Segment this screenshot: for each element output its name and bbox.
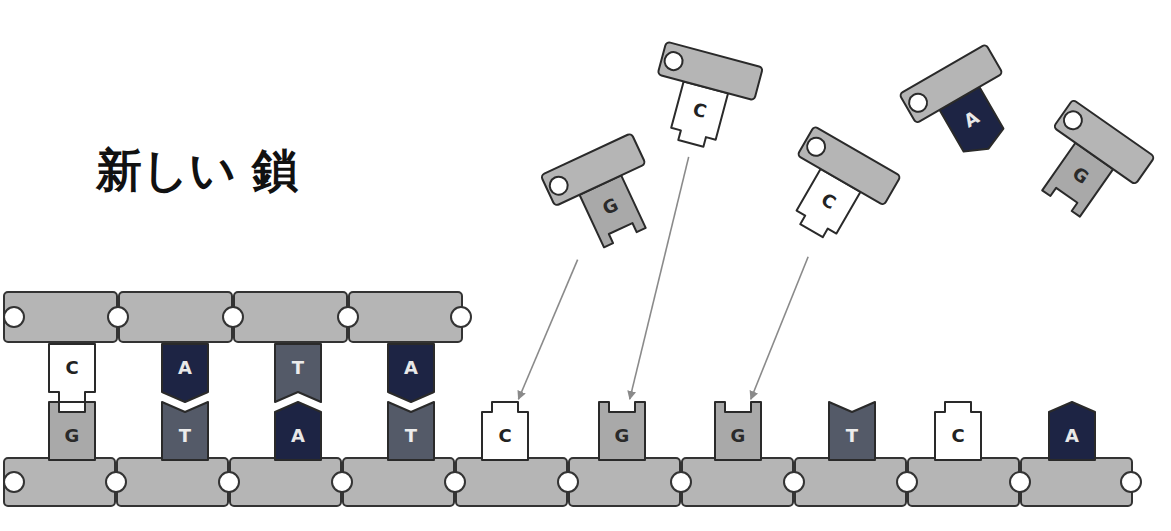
pointer-arrow	[630, 157, 689, 399]
free-nucleotide: C	[641, 39, 766, 157]
strand-label: 新しい 鎖	[96, 140, 298, 202]
base-letter: C	[951, 412, 964, 460]
base-letter: G	[731, 412, 746, 460]
base-letter: T	[405, 412, 417, 460]
base-letter: T	[179, 412, 191, 460]
free-nucleotide: G	[538, 130, 672, 259]
base-piece: G	[715, 402, 761, 460]
base-piece: A	[1049, 402, 1095, 460]
base-piece: T	[829, 402, 875, 460]
pointer-arrow	[518, 260, 577, 400]
base-piece: T	[162, 402, 208, 460]
base-letter: G	[65, 412, 80, 460]
base-piece: C	[935, 402, 981, 460]
base-piece: G	[599, 402, 645, 460]
pointer-arrow	[751, 257, 808, 400]
base-letter: T	[292, 344, 304, 392]
base-piece: A	[162, 344, 208, 402]
base-letter: T	[846, 412, 858, 460]
base-letter: A	[404, 344, 418, 392]
base-piece: C	[482, 402, 528, 460]
base-letter: A	[1065, 412, 1079, 460]
base-piece: A	[275, 402, 321, 460]
base-letter: A	[178, 344, 192, 392]
base-letter: G	[615, 412, 630, 460]
base-piece: T	[388, 402, 434, 460]
base-piece: T	[275, 344, 321, 402]
free-nucleotide: A	[896, 41, 1033, 174]
base-piece: C	[49, 344, 95, 402]
piece-shape	[641, 39, 766, 157]
free-nucleotide: G	[1018, 97, 1157, 234]
base-piece: G	[49, 402, 95, 460]
base-letter: C	[65, 344, 78, 392]
base-letter: C	[498, 412, 511, 460]
base-piece: A	[388, 344, 434, 402]
base-letter: A	[291, 412, 305, 460]
free-nucleotide: C	[766, 123, 903, 256]
